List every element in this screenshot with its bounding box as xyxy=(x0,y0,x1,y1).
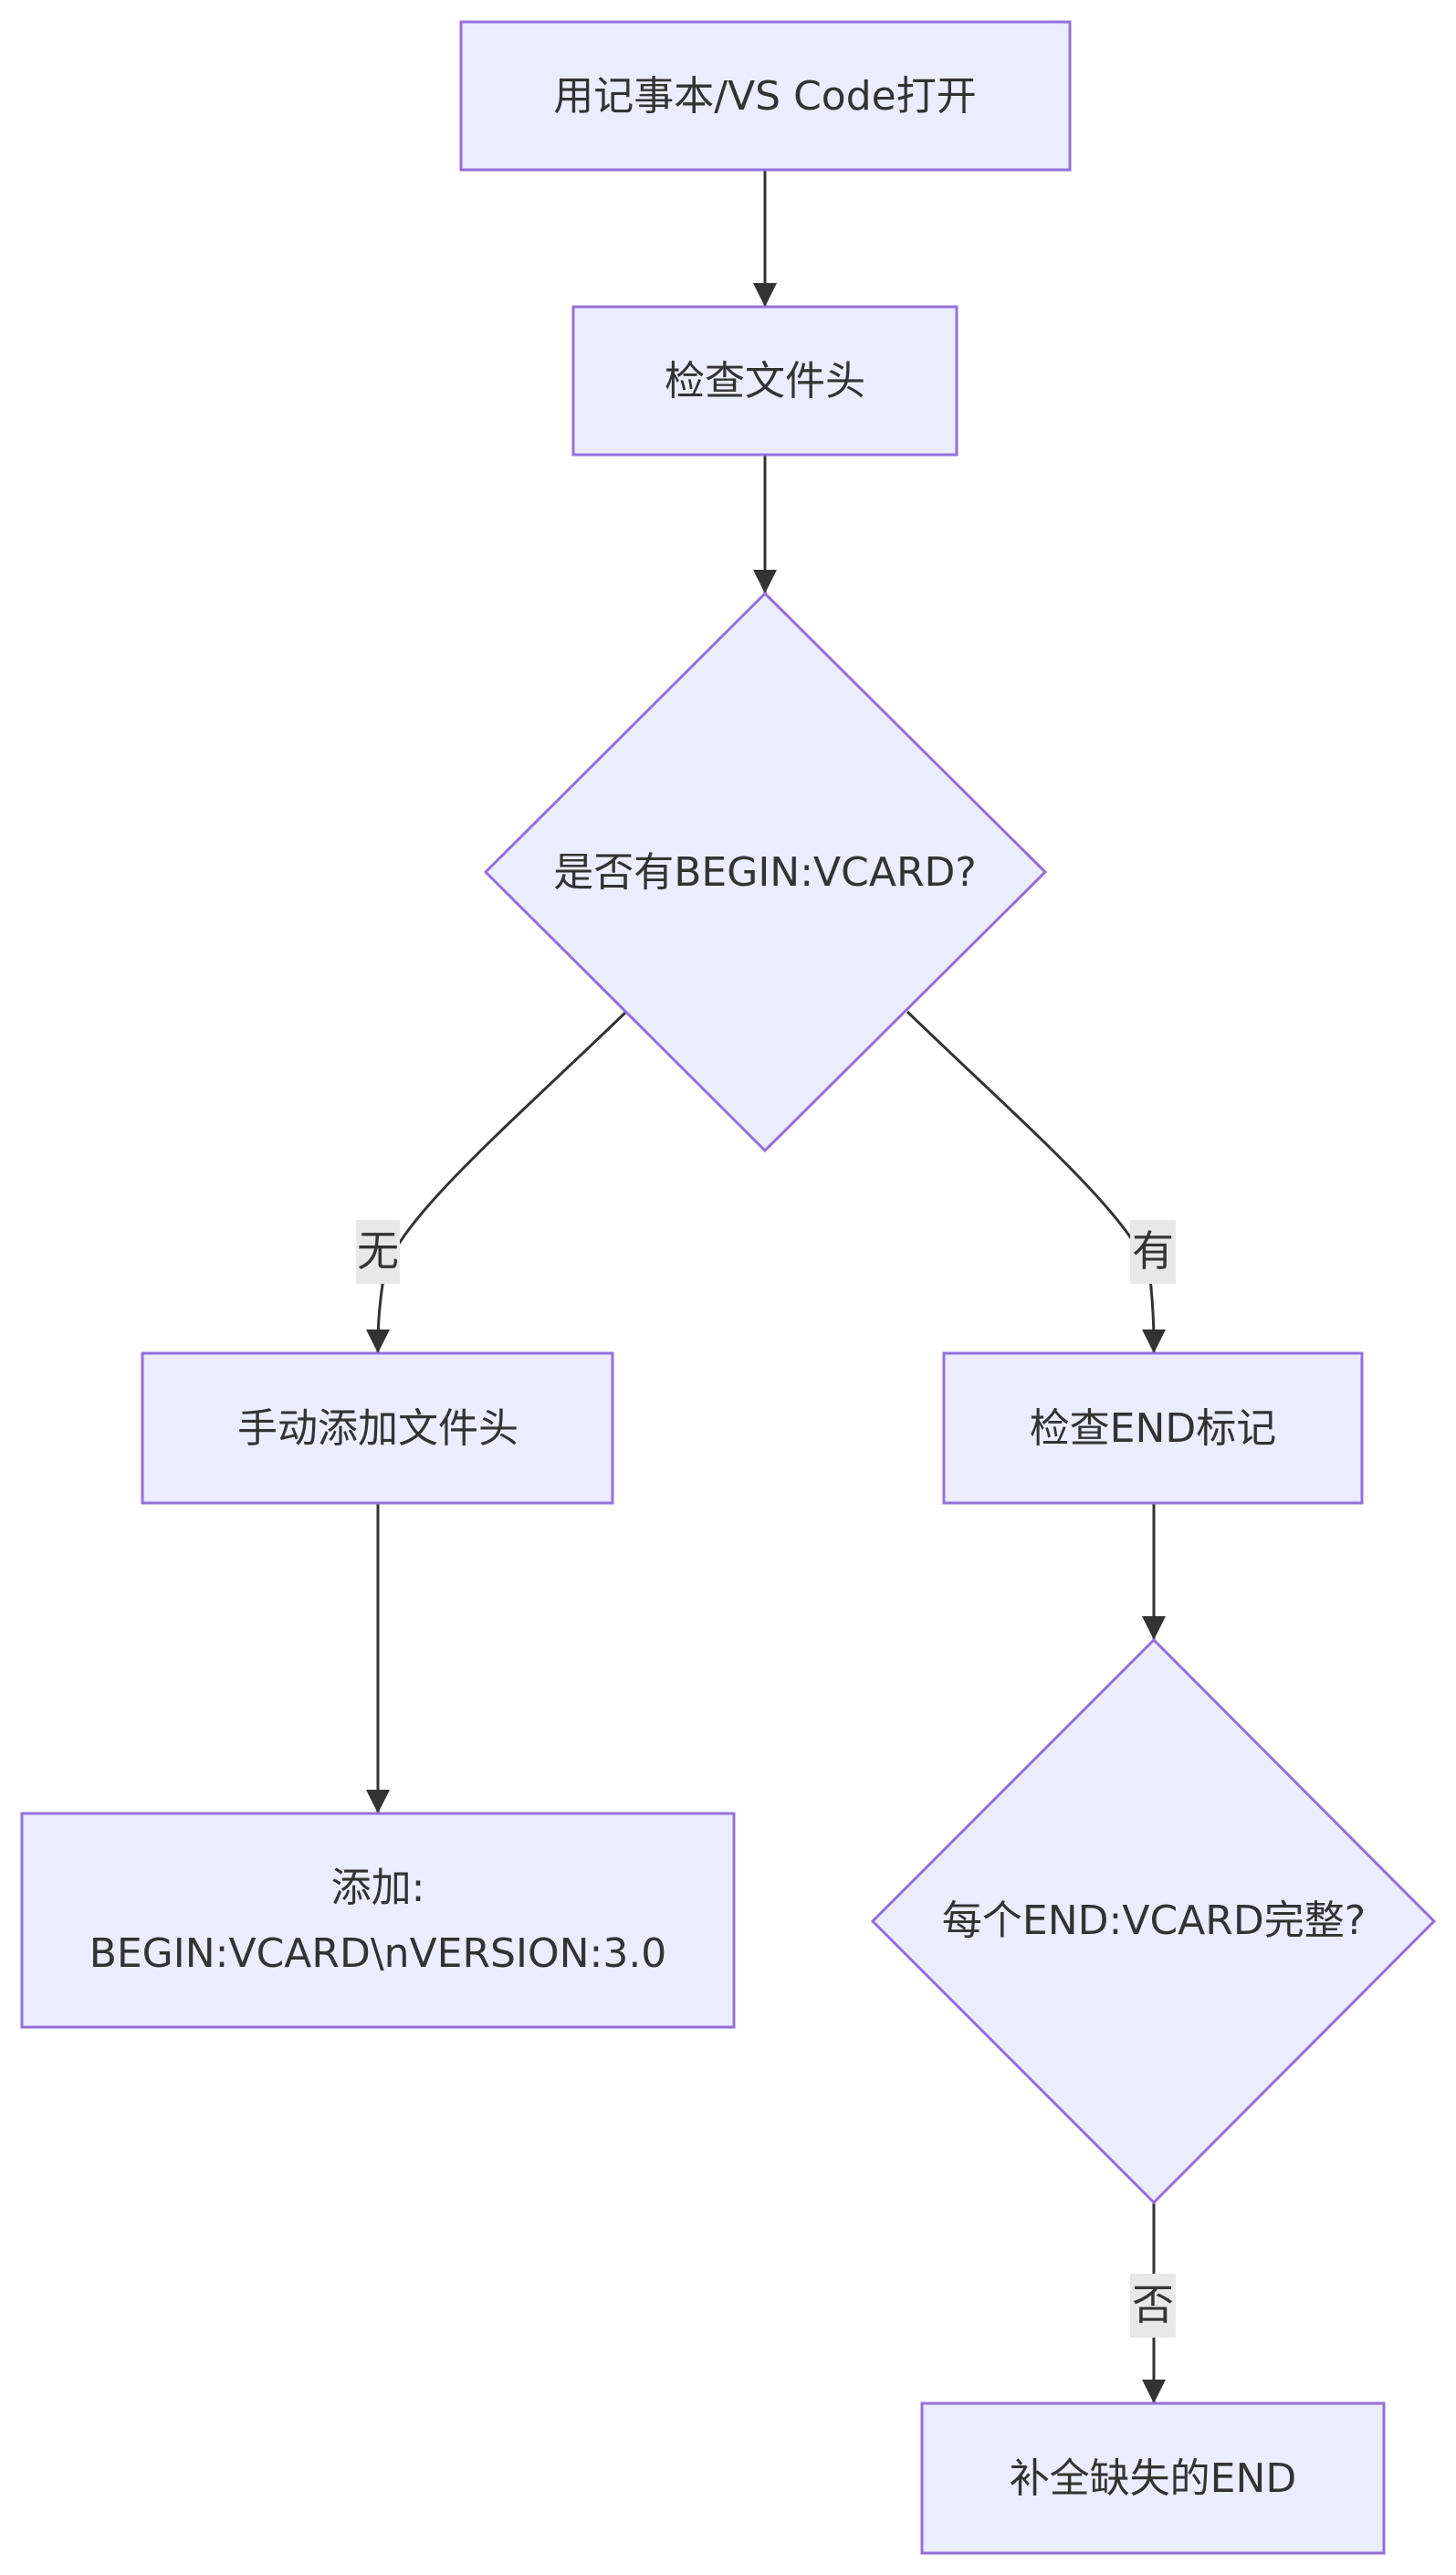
svg-text:每个END:VCARD完整?: 每个END:VCARD完整? xyxy=(942,1897,1366,1944)
node-has-begin-decision: 是否有BEGIN:VCARD? xyxy=(483,591,1048,1153)
svg-text:检查文件头: 检查文件头 xyxy=(665,358,865,405)
edges xyxy=(366,170,1166,2403)
svg-text:用记事本/VS Code打开: 用记事本/VS Code打开 xyxy=(553,73,976,120)
svg-text:BEGIN:VCARD\nVERSION:3.0: BEGIN:VCARD\nVERSION:3.0 xyxy=(89,1930,667,1977)
edge-decision-to-manual-add xyxy=(366,1010,628,1354)
node-check-header: 检查文件头 xyxy=(571,305,958,457)
svg-text:有: 有 xyxy=(1132,1226,1174,1276)
node-end-complete-decision: 每个END:VCARD完整? xyxy=(870,1637,1437,2205)
edge-label-no: 无 xyxy=(356,1220,400,1284)
svg-text:无: 无 xyxy=(357,1226,399,1276)
node-fill-missing-end: 补全缺失的END xyxy=(920,2402,1386,2555)
svg-text:添加:: 添加: xyxy=(331,1865,425,1911)
edge-label-not: 否 xyxy=(1130,2274,1176,2338)
node-open-editor: 用记事本/VS Code打开 xyxy=(459,20,1072,172)
edge-label-yes: 有 xyxy=(1130,1220,1176,1284)
node-add-version: 添加: BEGIN:VCARD\nVERSION:3.0 xyxy=(20,1812,736,2029)
svg-text:补全缺失的END: 补全缺失的END xyxy=(1010,2455,1297,2502)
node-manual-add-header: 手动添加文件头 xyxy=(141,1351,614,1505)
svg-text:否: 否 xyxy=(1132,2280,1174,2329)
svg-text:手动添加文件头: 手动添加文件头 xyxy=(237,1405,519,1452)
node-check-end: 检查END标记 xyxy=(942,1351,1364,1505)
svg-text:检查END标记: 检查END标记 xyxy=(1030,1405,1277,1452)
edge-decision-to-check-end xyxy=(906,1010,1166,1354)
edge-labels: 无 有 否 xyxy=(356,1220,1176,2338)
svg-text:是否有BEGIN:VCARD?: 是否有BEGIN:VCARD? xyxy=(553,849,977,896)
